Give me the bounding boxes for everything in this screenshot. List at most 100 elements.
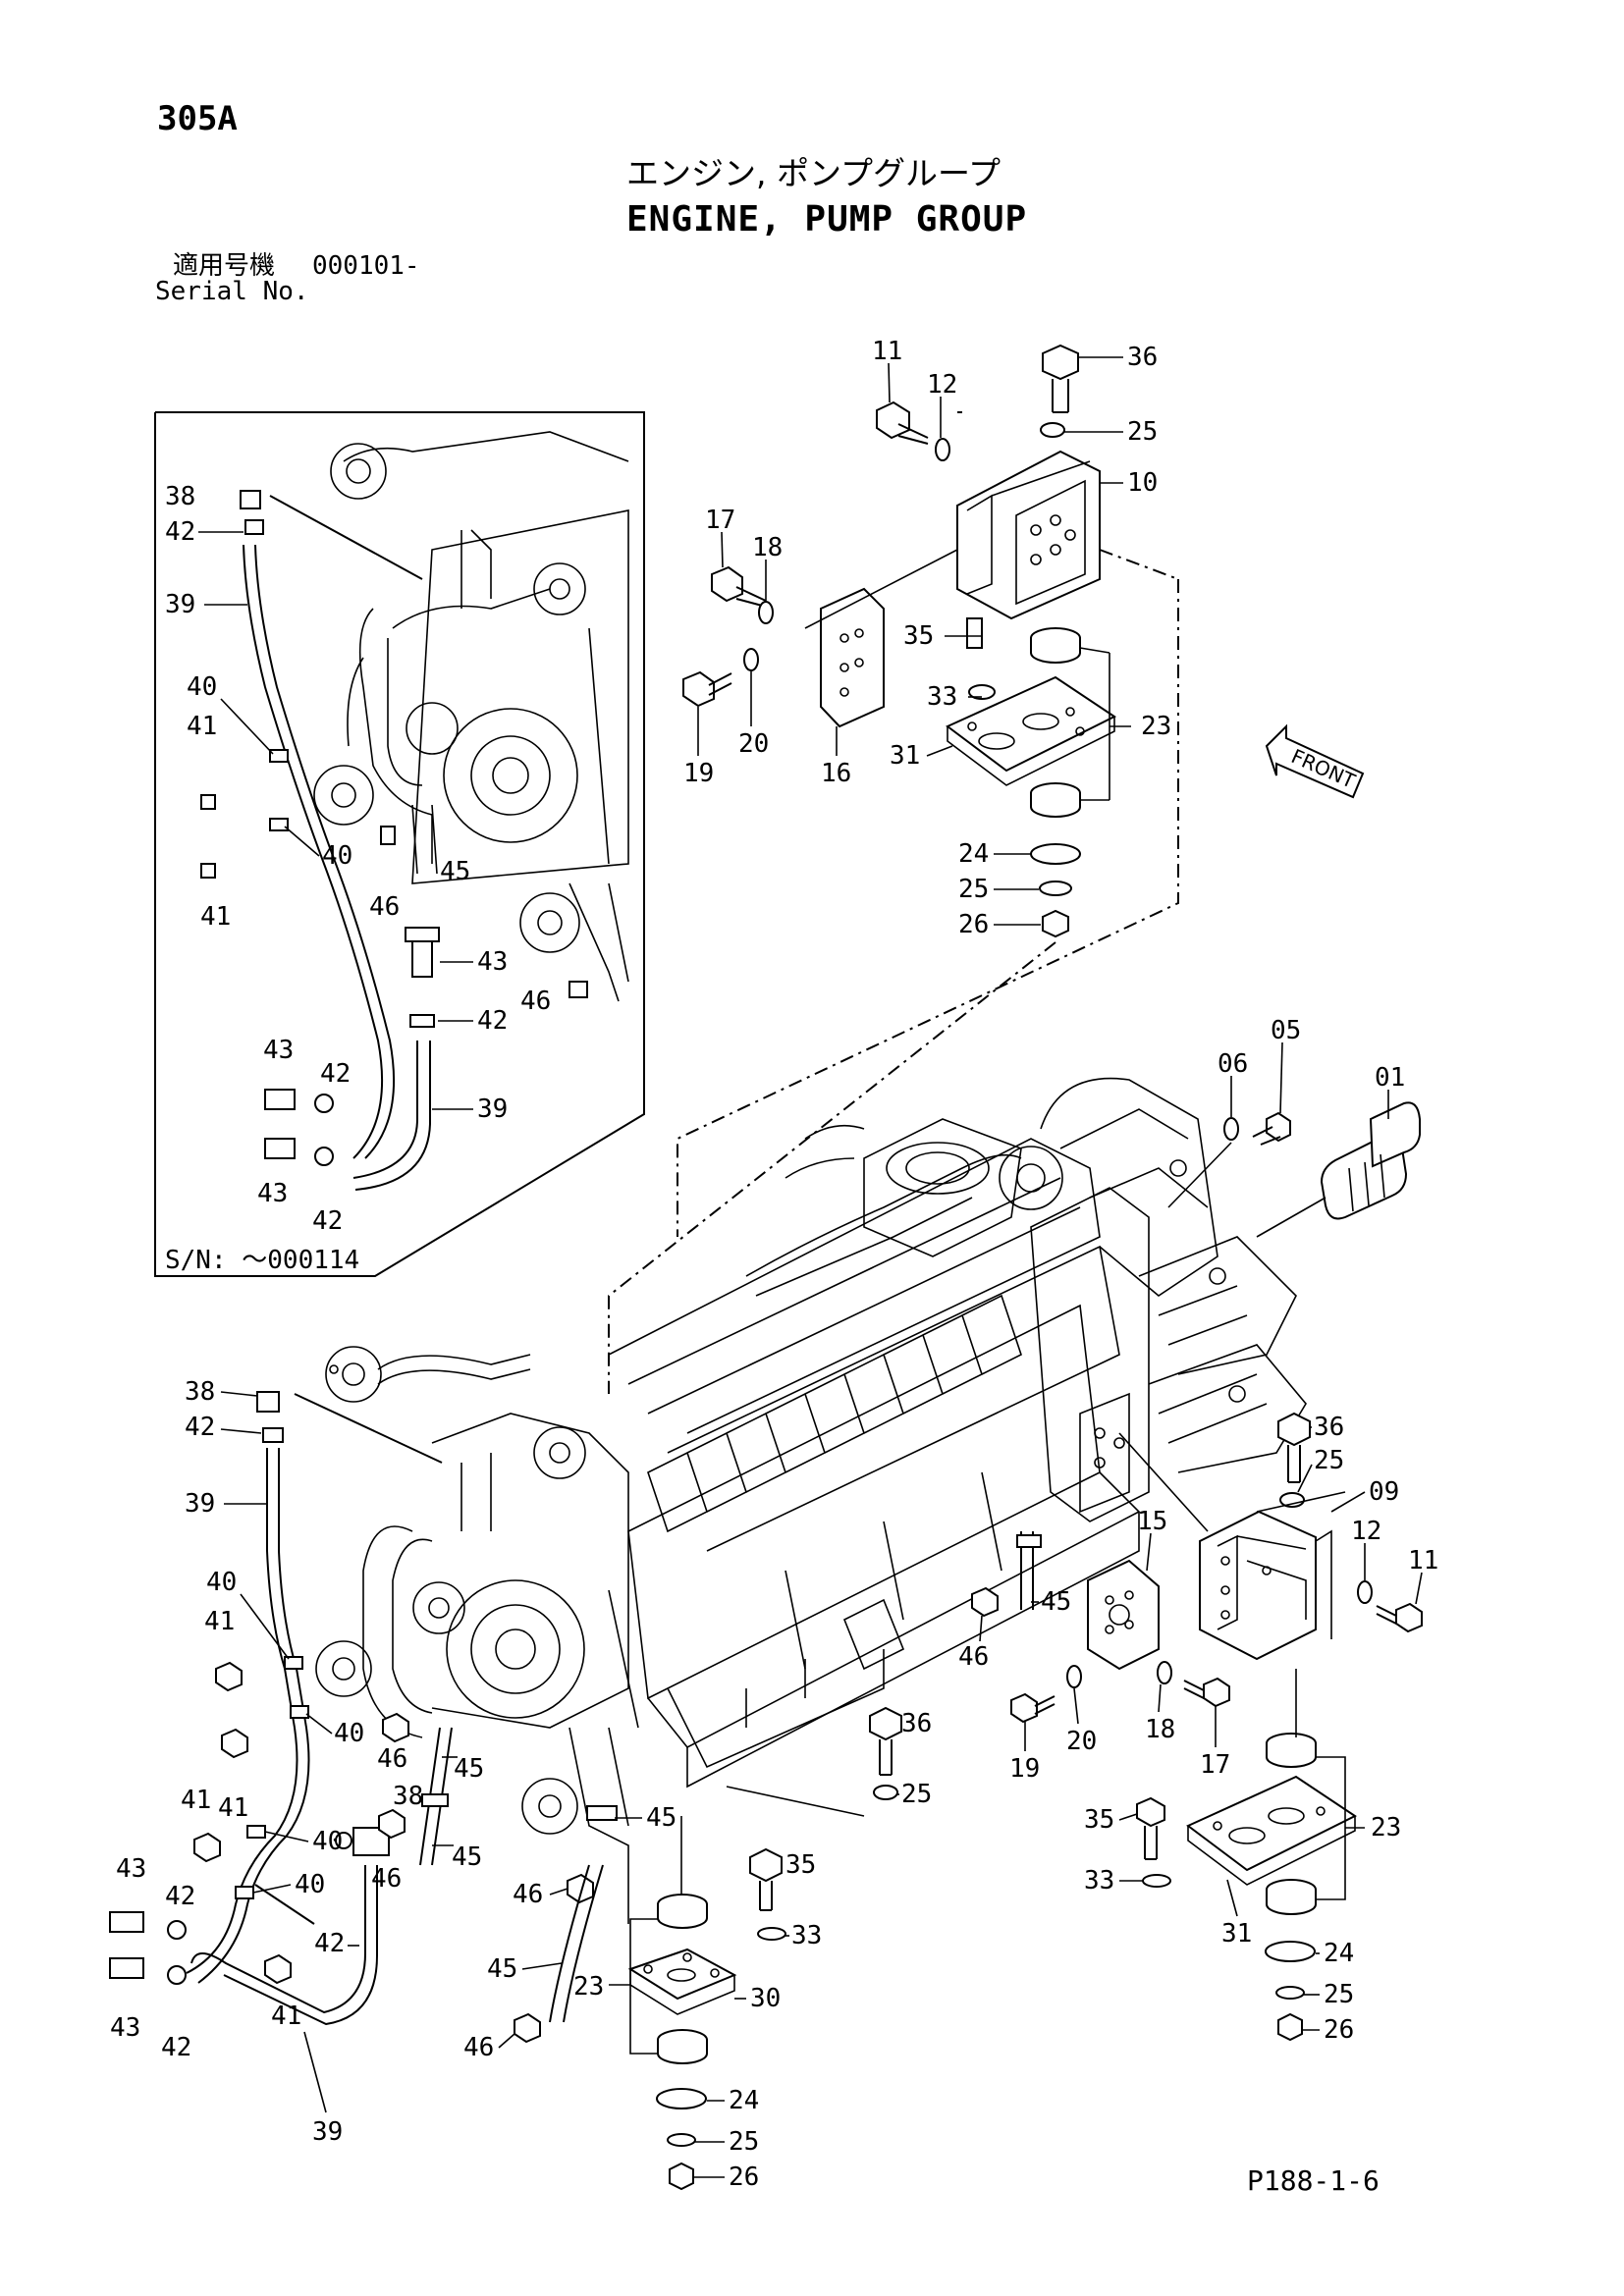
callout-23c: 23 [573, 1972, 604, 2002]
callout-36c: 36 [901, 1709, 932, 1738]
callout-11b: 11 [1408, 1546, 1438, 1575]
callout-19b: 19 [1009, 1754, 1040, 1784]
callout-40f: 40 [295, 1870, 325, 1899]
callout-20b: 20 [1066, 1727, 1097, 1756]
callout-36b: 36 [1314, 1413, 1344, 1442]
callout-42c: 42 [320, 1059, 351, 1089]
callout-17b: 17 [1200, 1750, 1230, 1780]
callout-33c: 33 [791, 1921, 822, 1950]
callout-01: 01 [1375, 1063, 1405, 1093]
inset-hose [240, 490, 440, 1191]
callout-39: 39 [165, 590, 195, 619]
callout-46c: 46 [377, 1744, 407, 1774]
callout-35c: 35 [785, 1850, 816, 1880]
callout-41e: 41 [181, 1786, 211, 1815]
callout-31: 31 [890, 741, 920, 771]
callout-45c: 45 [452, 1842, 482, 1872]
callout-26c: 26 [729, 2163, 759, 2192]
upper-mount-assembly: 11 12 36 25 10 17 18 35 33 23 31 19 20 1… [608, 337, 1179, 1394]
callout-18b: 18 [1145, 1715, 1175, 1744]
callout-43: 43 [263, 1036, 294, 1065]
callout-20: 20 [738, 729, 769, 759]
callout-25f: 25 [729, 2127, 759, 2157]
callout-41c: 41 [204, 1607, 235, 1636]
callout-25b: 25 [958, 875, 989, 904]
callout-25d: 25 [1324, 1980, 1354, 2009]
callout-45e: 45 [487, 1954, 517, 1984]
callout-46d: 46 [371, 1864, 402, 1894]
inset-old-serial: S/N: ～000114 [154, 411, 645, 1277]
title-english: ENGINE, PUMP GROUP [626, 199, 1028, 240]
reference-number: P188-1-6 [1247, 2164, 1380, 2197]
callout-25e: 25 [901, 1780, 932, 1809]
callout-33: 33 [927, 682, 957, 712]
callout-12: 12 [927, 370, 957, 400]
callout-25c: 25 [1314, 1446, 1344, 1475]
callout-30: 30 [750, 1984, 781, 2013]
callout-40: 40 [187, 672, 217, 702]
title-japanese: エンジン, ポンプグループ [626, 154, 1001, 192]
page-number: 305A [157, 99, 238, 138]
callout-40e: 40 [312, 1827, 343, 1856]
callout-12b: 12 [1351, 1517, 1381, 1546]
callout-45f: 45 [1041, 1587, 1071, 1617]
callout-05: 05 [1271, 1016, 1301, 1045]
callout-35b: 35 [1084, 1805, 1114, 1835]
callout-38b: 38 [185, 1377, 215, 1407]
callout-42f: 42 [165, 1882, 195, 1911]
callout-46f: 46 [463, 2033, 494, 2062]
callout-42e: 42 [185, 1413, 215, 1442]
callout-15: 15 [1137, 1507, 1167, 1536]
callout-09: 09 [1369, 1477, 1399, 1507]
callout-45: 45 [440, 857, 470, 886]
main-engine-sketch [315, 1077, 1307, 1924]
callout-39d: 39 [312, 2117, 343, 2147]
callout-25: 25 [1127, 417, 1158, 447]
callout-11: 11 [872, 337, 902, 366]
serial-label-japanese: 適用号機 [173, 251, 276, 281]
callout-46e: 46 [513, 1880, 543, 1909]
callout-42d: 42 [312, 1206, 343, 1236]
callout-41: 41 [187, 712, 217, 741]
callout-46g: 46 [958, 1642, 989, 1672]
callout-43d: 43 [110, 2013, 140, 2043]
callout-24b: 24 [1324, 1939, 1354, 1968]
callout-17: 17 [705, 506, 735, 535]
callout-42g: 42 [161, 2033, 191, 2062]
callout-43c: 43 [116, 1854, 146, 1884]
callout-24c: 24 [729, 2086, 759, 2115]
callout-46b: 46 [520, 987, 551, 1016]
callout-46: 46 [369, 892, 400, 922]
callout-23b: 23 [1371, 1813, 1401, 1842]
front-arrow: FRONT [1265, 723, 1365, 799]
callout-40d: 40 [334, 1719, 364, 1748]
front-arrow-label: FRONT [1288, 744, 1360, 793]
callout-33b: 33 [1084, 1866, 1114, 1896]
inset-engine-sketch [313, 431, 629, 1002]
callout-10: 10 [1127, 468, 1158, 498]
callout-38c: 38 [393, 1782, 423, 1811]
callout-45d: 45 [646, 1803, 677, 1833]
callout-39c: 39 [185, 1489, 215, 1519]
callout-06: 06 [1218, 1049, 1248, 1079]
callout-35: 35 [903, 621, 934, 651]
serial-value: 000101- [312, 251, 420, 281]
callout-43: 43 [477, 947, 508, 977]
callout-23: 23 [1141, 712, 1171, 741]
rear-mount-assembly: 36 25 09 12 11 15 19 20 18 17 23 35 33 3… [1009, 1412, 1438, 2045]
serial-label-english: Serial No. [155, 277, 309, 306]
inset-fittings [200, 495, 588, 1166]
inset-serial-note: S/N: ～000114 [165, 1246, 359, 1275]
callout-41f: 41 [271, 2002, 301, 2031]
callout-31b: 31 [1221, 1919, 1252, 1949]
pump-coupling: 01 05 06 [1167, 1016, 1421, 1238]
callout-40c: 40 [206, 1568, 237, 1597]
callout-24: 24 [958, 839, 989, 869]
callout-16: 16 [821, 759, 851, 788]
callout-39b: 39 [477, 1095, 508, 1124]
callout-38: 38 [165, 482, 195, 511]
callout-40b: 40 [322, 841, 352, 871]
callout-18: 18 [752, 533, 783, 562]
callout-42b: 42 [477, 1006, 508, 1036]
